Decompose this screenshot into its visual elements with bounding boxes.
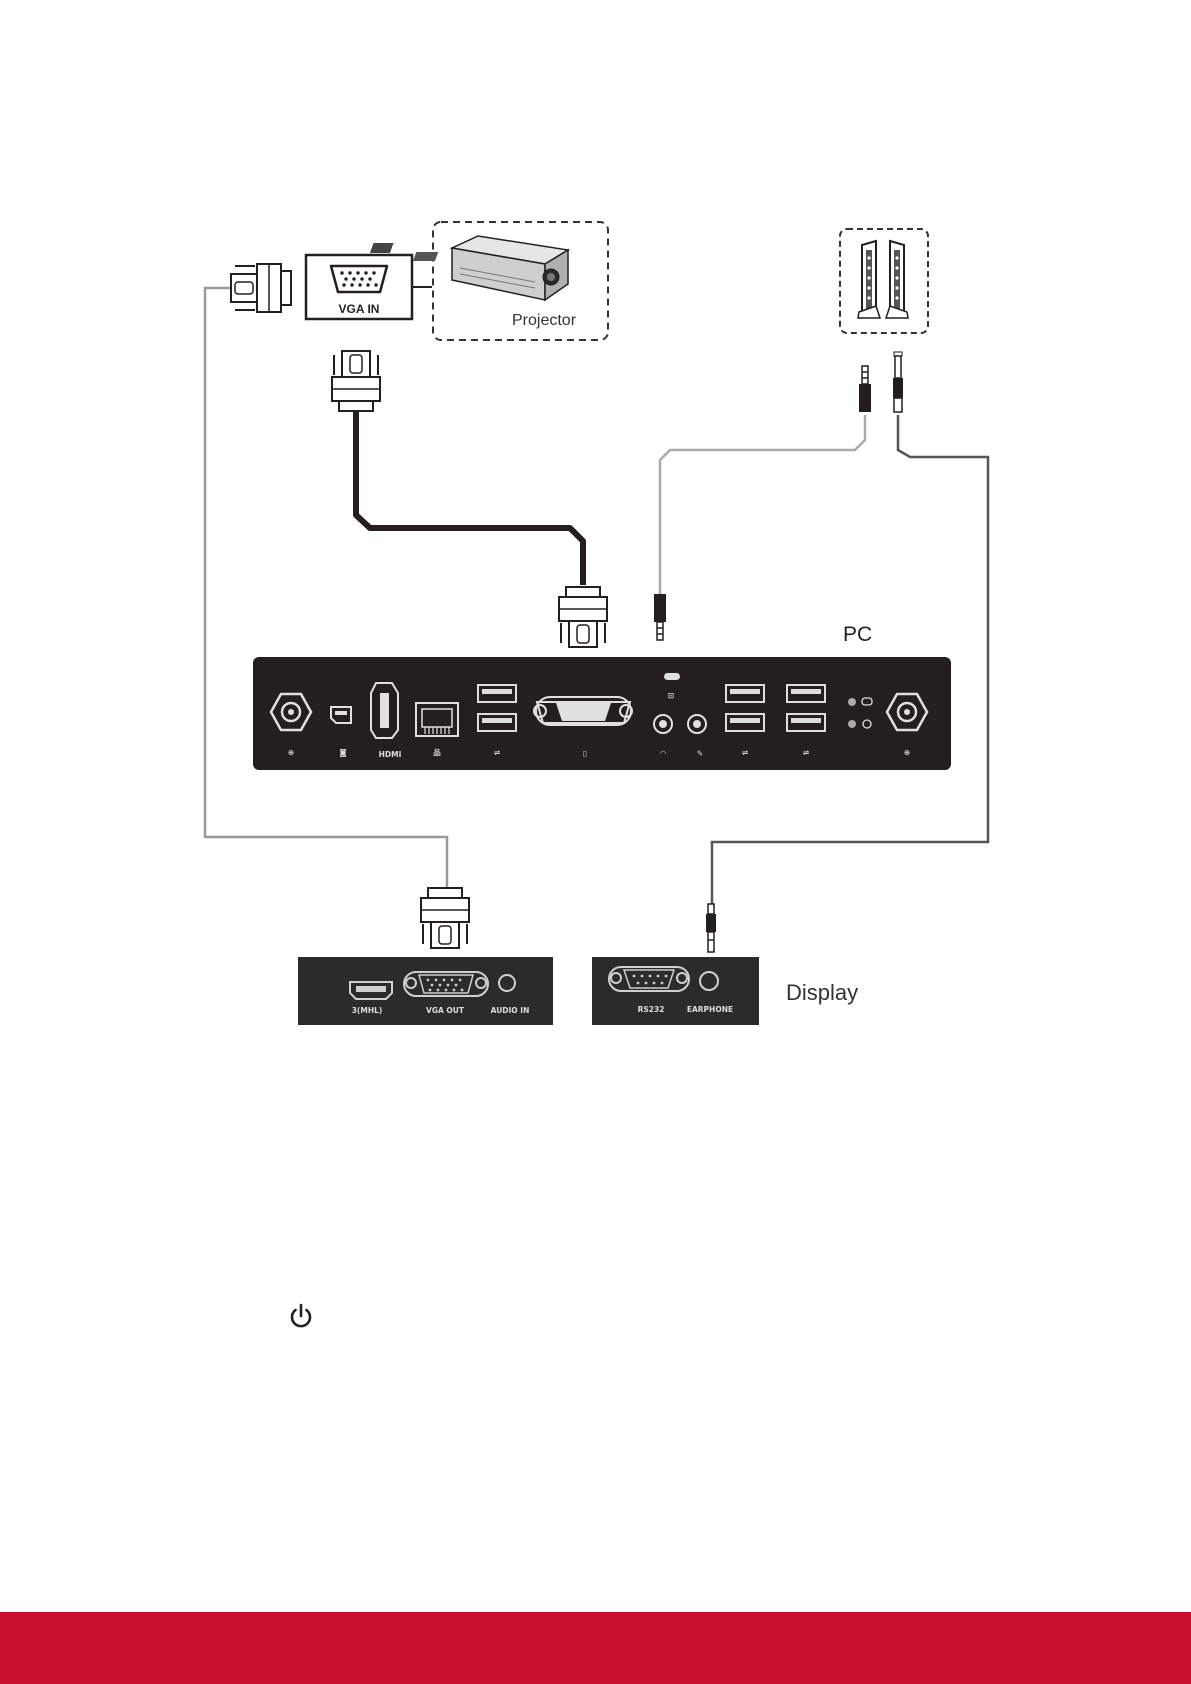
audio-jack-pc [654, 594, 666, 640]
display-label-mhl: 3(MHL) [352, 1006, 383, 1015]
footer-bar [0, 1612, 1191, 1684]
display-label-vga-out: VGA OUT [426, 1006, 465, 1015]
display-label-audio-in: AUDIO IN [491, 1006, 530, 1015]
svg-text:⇌: ⇌ [742, 748, 748, 757]
svg-text:⇌: ⇌ [803, 748, 809, 757]
vga-connector-upper [332, 351, 380, 411]
display-label: Display [786, 980, 858, 1005]
vga-connector-projector-side [231, 264, 291, 312]
audio-cable-pc-speaker [660, 415, 865, 595]
svg-text:◙: ◙ [339, 748, 346, 757]
projector-label: Projector [512, 312, 577, 329]
audio-jack-speaker-right [893, 352, 903, 412]
vga-in-port-box: VGA IN [306, 255, 412, 319]
pc-label: PC [843, 623, 872, 646]
pc-indicator-led [664, 673, 680, 680]
svg-text:◠: ◠ [660, 749, 666, 758]
vga-cable-to-projector [356, 412, 583, 585]
svg-text:✎: ✎ [697, 749, 703, 758]
vga-connector-display [421, 888, 469, 948]
pc-back-panel: ⊕ ◙ HDMI 品 ⇌ [253, 657, 951, 770]
display-panel-right: RS232 EARPHONE [592, 957, 759, 1025]
audio-jack-display [706, 904, 716, 952]
svg-text:⊡: ⊡ [668, 691, 674, 700]
speakers-box [840, 229, 928, 333]
svg-text:▯: ▯ [583, 749, 587, 758]
audio-jack-speaker-left [859, 366, 871, 412]
svg-text:品: 品 [433, 748, 441, 757]
display-label-rs232: RS232 [638, 1005, 665, 1014]
vga-connector-pc [559, 587, 607, 647]
svg-text:⊕: ⊕ [288, 748, 294, 757]
hdmi-label: HDMI [379, 750, 402, 759]
display-panel-left: 3(MHL) VGA OUT AUDIO IN [298, 957, 553, 1025]
svg-text:⇌: ⇌ [494, 748, 500, 757]
vga-in-label: VGA IN [339, 302, 380, 316]
display-label-earphone: EARPHONE [687, 1005, 733, 1014]
power-icon [286, 1301, 316, 1331]
svg-text:⊕: ⊕ [904, 748, 910, 757]
vga-cable-to-display [205, 288, 447, 888]
